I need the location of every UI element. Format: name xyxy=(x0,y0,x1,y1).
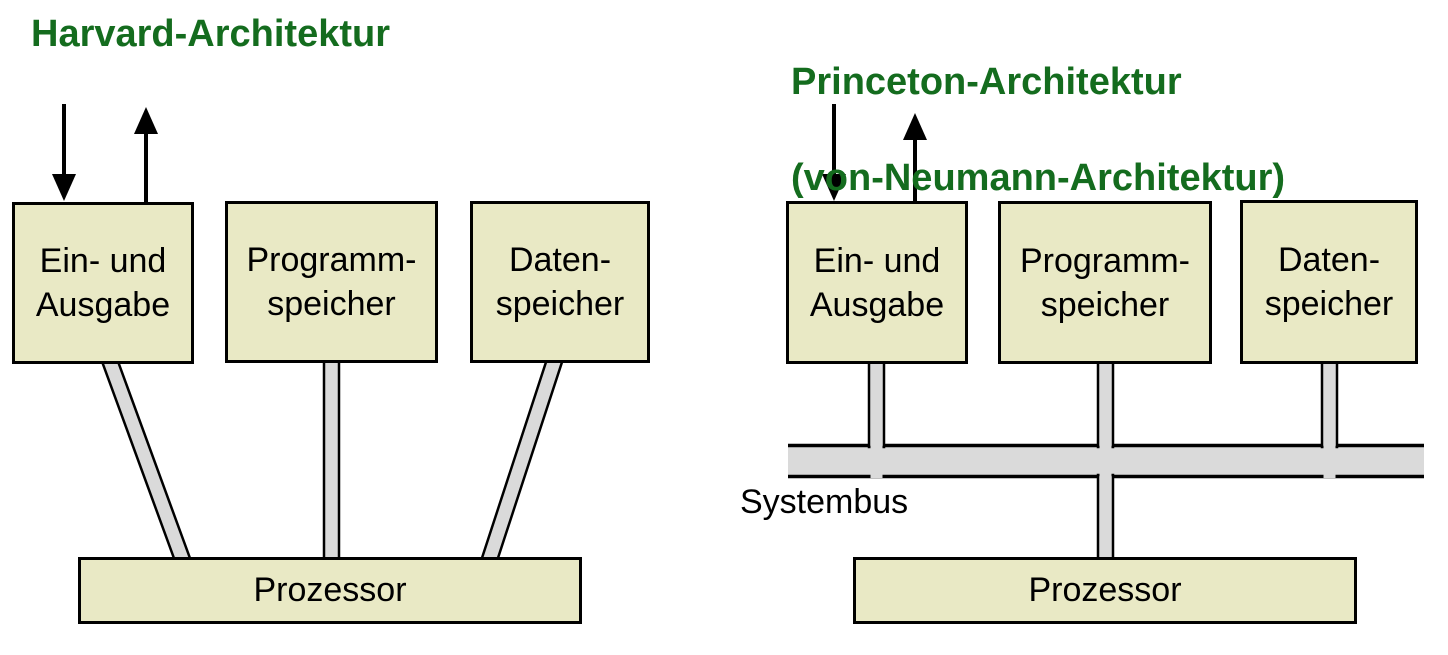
processor-label: Prozessor xyxy=(253,571,407,609)
princeton-io-box: Ein- und Ausgabe xyxy=(786,201,968,364)
box-label-line: Programm- xyxy=(1019,241,1191,280)
box-label-line: Ausgabe xyxy=(809,285,945,324)
system-bus-label: Systembus xyxy=(740,483,909,521)
harvard-input-arrow-icon xyxy=(52,104,76,201)
box-label-line: Daten- xyxy=(508,241,612,279)
bus-processor-connector xyxy=(1096,473,1115,563)
box-label-line: speicher xyxy=(1040,285,1170,324)
princeton-title: Princeton-Architektur (von-Neumann-Archi… xyxy=(791,10,1285,250)
box-label-line: Daten- xyxy=(1277,241,1381,279)
harvard-program-connector xyxy=(322,354,341,563)
box-label-line: Programm- xyxy=(246,241,417,279)
harvard-data-memory-box: Daten- speicher xyxy=(470,201,650,363)
princeton-input-arrow-icon xyxy=(822,104,846,201)
princeton-data-memory-box: Daten- speicher xyxy=(1240,200,1418,364)
box-label-line: speicher xyxy=(267,285,396,323)
princeton-data-connector xyxy=(1320,354,1339,449)
harvard-data-connector xyxy=(479,354,566,563)
harvard-output-arrow-icon xyxy=(134,107,158,203)
box-label-line: Ausgabe xyxy=(35,286,171,324)
princeton-program-memory-box: Programm- speicher xyxy=(998,201,1212,364)
processor-label: Prozessor xyxy=(1028,571,1182,609)
princeton-title-line1: Princeton-Architektur xyxy=(791,61,1182,103)
box-label-line: speicher xyxy=(495,285,625,323)
princeton-processor-box: Prozessor xyxy=(853,557,1357,624)
princeton-output-arrow-icon xyxy=(903,113,927,203)
princeton-io-connector xyxy=(867,354,886,449)
princeton-program-connector xyxy=(1096,354,1115,449)
harvard-program-memory-box: Programm- speicher xyxy=(225,201,438,363)
box-label-line: speicher xyxy=(1264,285,1394,323)
harvard-io-box: Ein- und Ausgabe xyxy=(12,202,194,364)
harvard-io-connector xyxy=(98,354,193,563)
harvard-processor-box: Prozessor xyxy=(78,557,582,624)
princeton-title-line2: (von-Neumann-Architektur) xyxy=(791,157,1286,199)
harvard-title: Harvard-Architektur xyxy=(31,13,390,55)
box-label-line: Ein- und xyxy=(813,241,941,280)
box-label-line: Ein- und xyxy=(39,242,167,280)
